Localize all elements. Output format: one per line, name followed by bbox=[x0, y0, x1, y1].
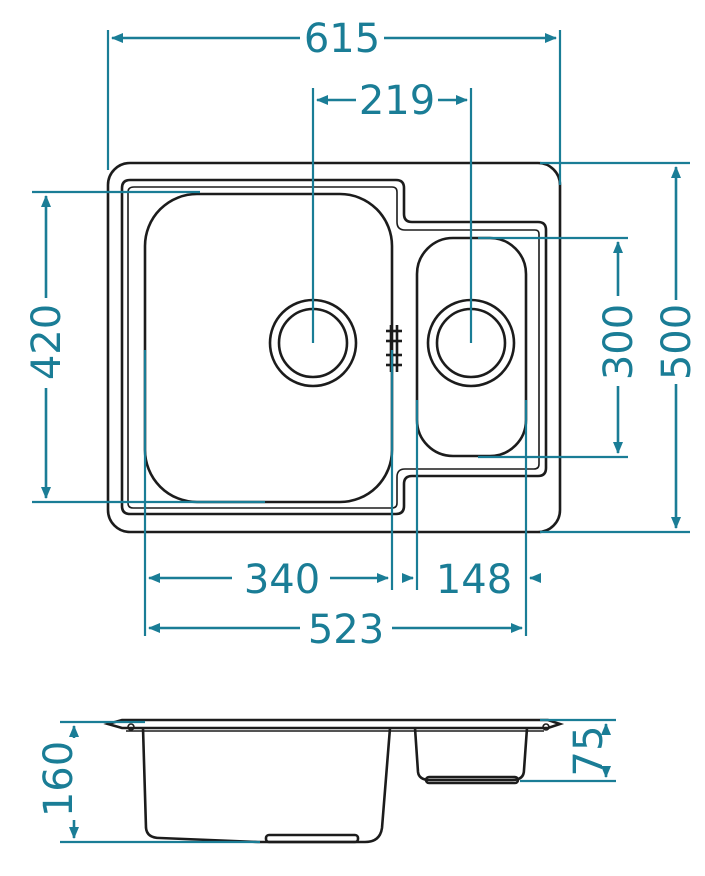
dimension-drain-spacing: 219 bbox=[311, 78, 473, 343]
dimension-big-bowl-depth: 420 bbox=[24, 190, 265, 504]
dim-label-500: 500 bbox=[654, 304, 700, 380]
width-extension-lines bbox=[143, 350, 528, 636]
dim-label-148: 148 bbox=[436, 557, 512, 603]
dimension-big-bowl-height: 160 bbox=[36, 720, 260, 844]
sink-top-view bbox=[106, 161, 562, 534]
dim-label-523: 523 bbox=[308, 607, 384, 653]
dim-label-219: 219 bbox=[359, 78, 435, 124]
dim-label-420: 420 bbox=[24, 304, 70, 380]
dimension-overall-depth: 500 bbox=[540, 161, 700, 534]
dim-label-160: 160 bbox=[36, 741, 82, 817]
dim-label-75: 75 bbox=[566, 726, 612, 777]
side-big-bowl bbox=[141, 727, 392, 844]
side-small-bowl bbox=[413, 727, 529, 782]
dimension-small-bowl-depth: 300 bbox=[478, 236, 642, 459]
dimension-bowls-total-width: 523 bbox=[148, 607, 523, 653]
sink-outer-rim bbox=[106, 161, 562, 534]
dim-label-340: 340 bbox=[244, 557, 320, 603]
dimension-small-bowl-height: 75 bbox=[520, 718, 616, 783]
dim-label-615: 615 bbox=[304, 16, 380, 62]
dim-label-300: 300 bbox=[596, 304, 642, 380]
side-rim bbox=[103, 718, 565, 730]
sink-inner-flange-2 bbox=[127, 186, 540, 509]
dimension-overall-width: 615 bbox=[106, 16, 562, 185]
sink-side-view bbox=[103, 718, 565, 844]
overflow-marks bbox=[386, 325, 402, 372]
dimension-small-bowl-width: 148 bbox=[402, 557, 541, 603]
sink-inner-flange bbox=[120, 178, 548, 516]
dimension-big-bowl-width: 340 bbox=[148, 557, 389, 603]
